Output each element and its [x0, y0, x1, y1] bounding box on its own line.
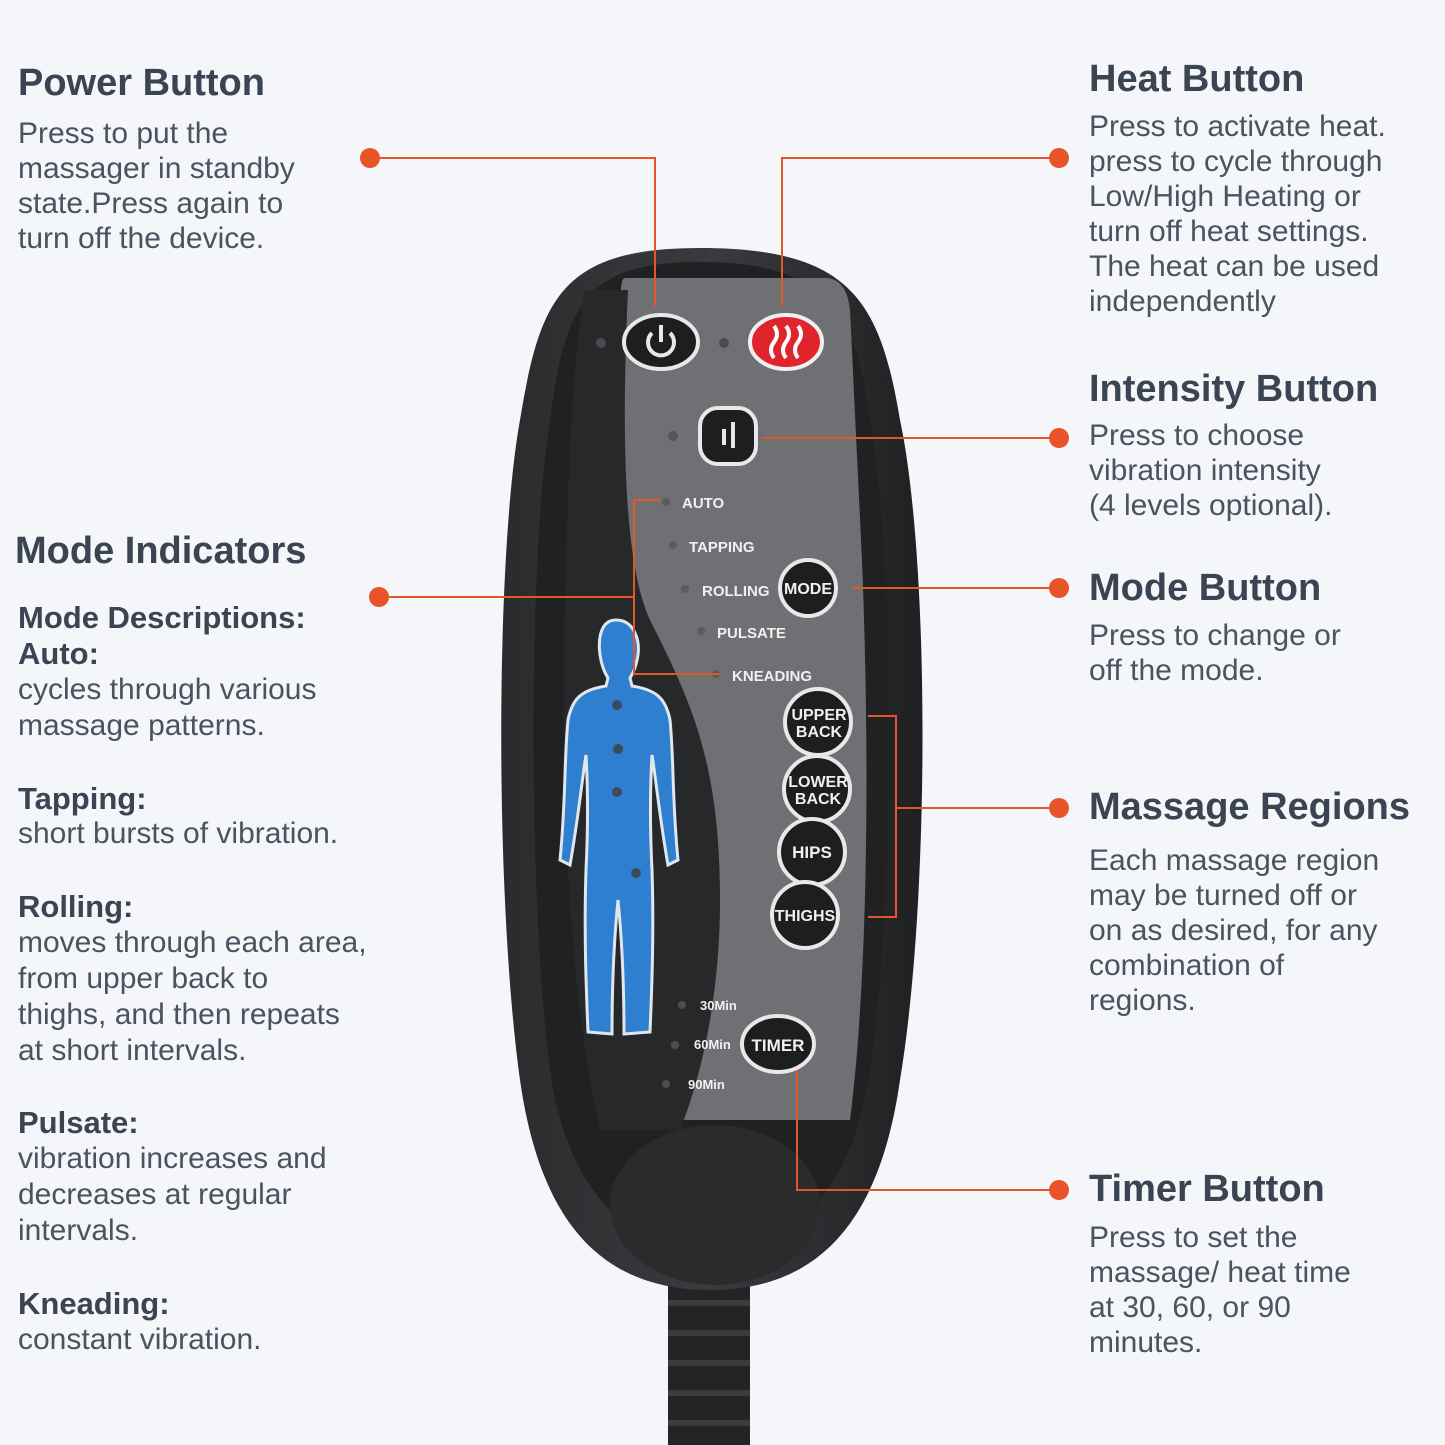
tapping-label: Tapping: [18, 781, 147, 816]
hips-label: HIPS [792, 843, 832, 862]
timer-button-title: Timer Button [1089, 1168, 1325, 1210]
mode-label-rolling: ROLLING [702, 583, 770, 600]
pulsate-description: vibration increases and decreases at reg… [18, 1142, 327, 1247]
kneading-label: Kneading: [18, 1286, 170, 1321]
kneading-description: constant vibration. [18, 1323, 262, 1356]
lower-back-label-2: BACK [795, 791, 842, 808]
upper-back-label-1: UPPER [791, 707, 847, 724]
pulsate-label: Pulsate: [18, 1105, 139, 1140]
timer-option-30: 30Min [700, 998, 737, 1013]
heat-waves-icon [769, 324, 803, 360]
mode-label-tapping: TAPPING [689, 539, 755, 556]
power-icon [646, 331, 676, 358]
mode-button-label: MODE [784, 581, 832, 598]
massage-regions-description: Each massage region may be turned off or… [1089, 844, 1380, 1017]
massage-regions-title: Massage Regions [1089, 786, 1410, 828]
timer-button-label: TIMER [752, 1036, 805, 1055]
bottom-pad [610, 1125, 820, 1285]
mode-indicators-title: Mode Indicators [15, 530, 307, 572]
mode-button[interactable]: MODE [778, 558, 838, 618]
timer-option-90: 90Min [688, 1077, 725, 1092]
mode-label-kneading: KNEADING [732, 668, 812, 685]
mode-button-description: Press to change or off the mode. [1089, 619, 1341, 687]
mode-descriptions-heading: Mode Descriptions: [18, 600, 306, 635]
rolling-description: moves through each area, from upper back… [18, 926, 367, 1067]
intensity-icon [722, 422, 735, 448]
lower-back-button[interactable]: LOWER BACK [782, 754, 852, 824]
upper-back-label-2: BACK [796, 724, 843, 741]
intensity-button-title: Intensity Button [1089, 368, 1379, 410]
heat-button-title: Heat Button [1089, 58, 1305, 100]
rolling-label: Rolling: [18, 889, 134, 924]
hips-button[interactable]: HIPS [777, 817, 847, 887]
mode-label-pulsate: PULSATE [717, 625, 786, 642]
auto-description: cycles through various massage patterns. [18, 673, 317, 742]
power-cable [668, 1270, 750, 1445]
auto-label: Auto: [18, 636, 99, 671]
intensity-button[interactable] [698, 406, 758, 466]
mode-button-title: Mode Button [1089, 567, 1322, 609]
timer-button-description: Press to set the massage/ heat time at 3… [1089, 1221, 1351, 1359]
thighs-label: THIGHS [775, 908, 836, 925]
power-button-description: Press to put the massager in standby sta… [18, 117, 295, 255]
heat-button-description: Press to activate heat. press to cycle t… [1089, 110, 1386, 318]
mode-label-auto: AUTO [682, 495, 725, 512]
power-button[interactable] [622, 313, 700, 371]
power-button-title: Power Button [18, 62, 265, 104]
timer-button[interactable]: TIMER [740, 1014, 816, 1074]
body-figure [558, 618, 680, 1036]
timer-option-60: 60Min [694, 1037, 731, 1052]
callout-dots [360, 148, 1069, 1200]
callout-lines [372, 157, 1058, 1191]
lower-back-label-1: LOWER [788, 774, 848, 791]
thighs-button[interactable]: THIGHS [770, 880, 840, 950]
intensity-button-description: Press to choose vibration intensity (4 l… [1089, 419, 1333, 522]
upper-back-button[interactable]: UPPER BACK [783, 687, 853, 757]
tapping-description: short bursts of vibration. [18, 817, 339, 850]
heat-button[interactable] [748, 313, 824, 371]
